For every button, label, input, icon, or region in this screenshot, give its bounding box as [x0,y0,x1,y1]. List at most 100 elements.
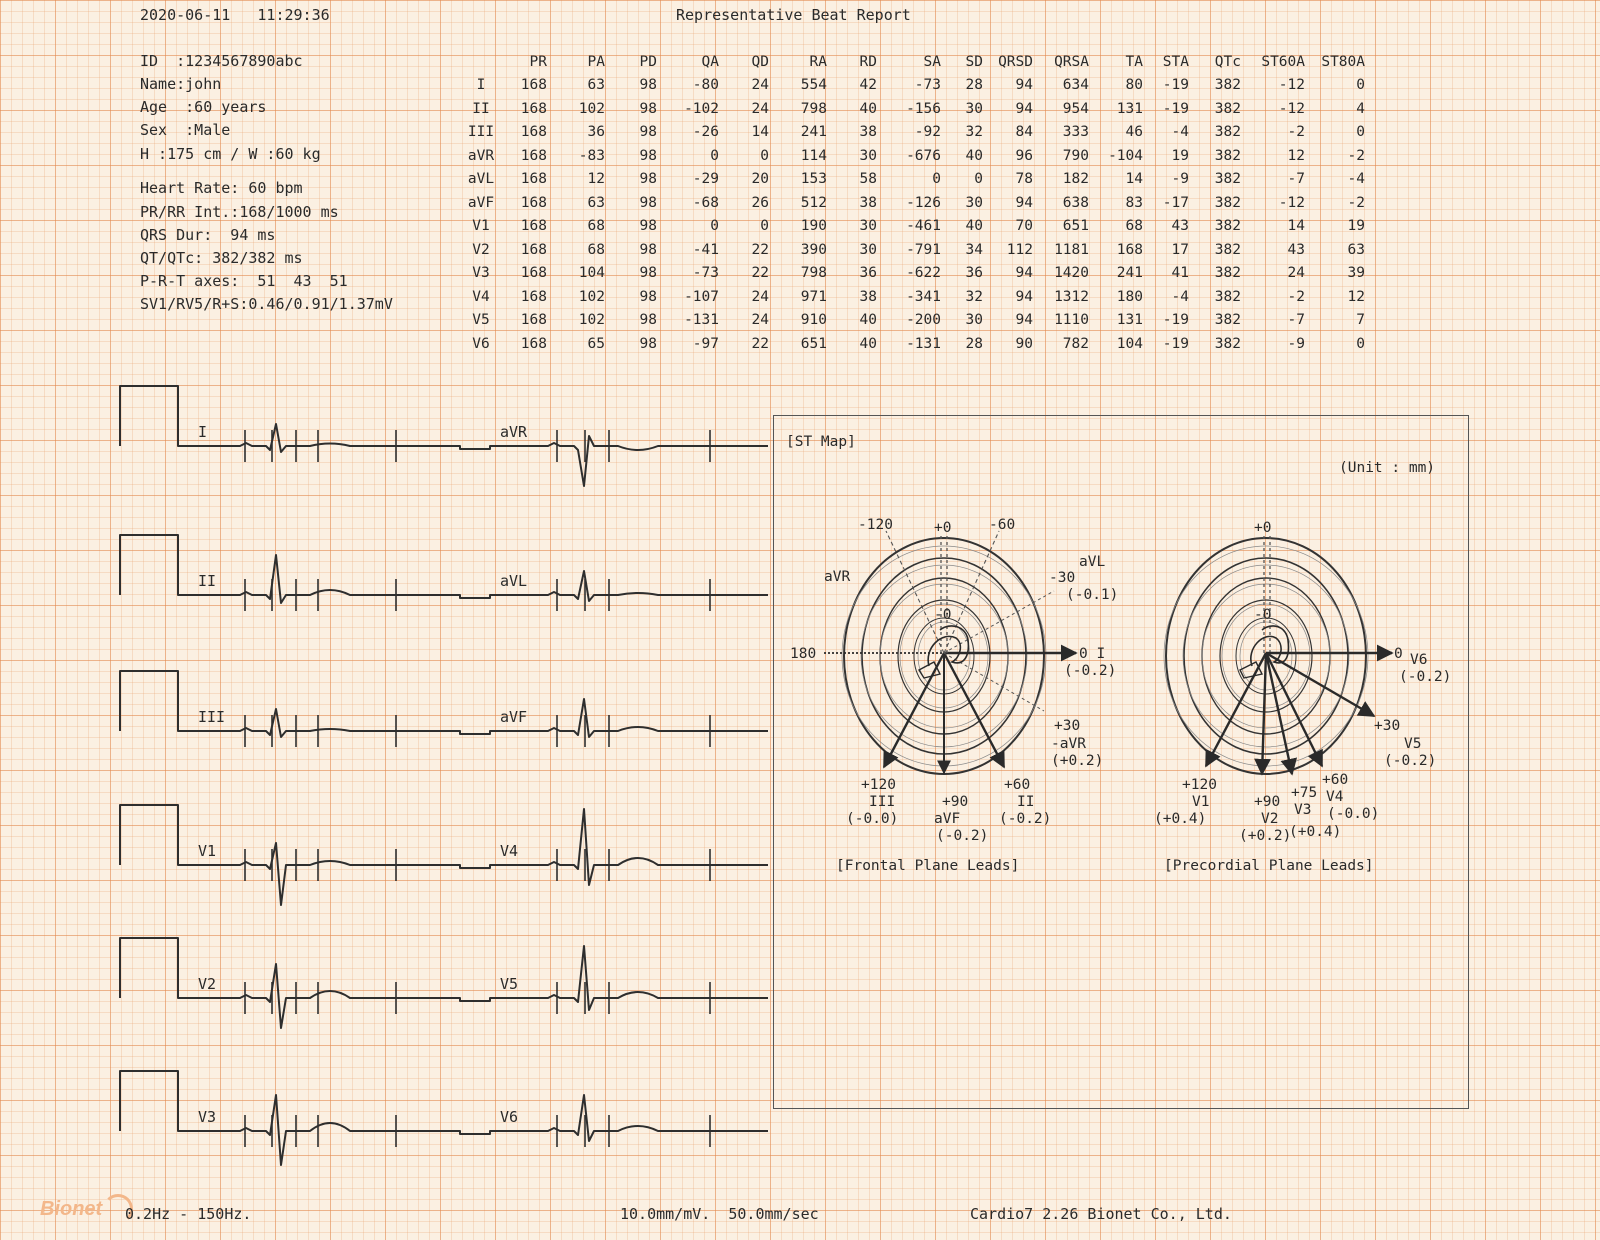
table-cell: 98 [639,194,657,211]
table-row-lead: V4 [472,288,490,305]
precordial-label-p120: +120 [1182,777,1217,793]
st-map-ring-faint [1221,603,1311,709]
precordial-label-p75: +75 [1291,785,1317,801]
table-cell: 168 [520,218,547,235]
frontal-label-ii: II [1017,794,1034,810]
table-cell: 98 [639,147,657,164]
table-cell: 42 [859,77,877,94]
table-cell: 1420 [1054,265,1089,282]
table-cell: 168 [520,312,547,329]
bionet-logo-arc [103,1194,133,1224]
table-cell: 7 [1356,312,1365,329]
table-cell: -92 [914,124,941,141]
precordial-label-v3: V3 [1294,802,1311,818]
heart-rate: Heart Rate: 60 bpm [140,179,303,197]
table-header-qrsa: QRSA [1054,53,1089,70]
table-cell: -80 [692,77,719,94]
footer-filter: 0.2Hz - 150Hz. [125,1205,252,1223]
table-cell: -156 [906,100,941,117]
frontal-label-ii-value: (-0.2) [999,811,1051,827]
precordial-label-v4: V4 [1326,789,1344,805]
table-row-lead: V5 [472,312,490,329]
table-cell: 24 [751,312,769,329]
precordial-plane-caption: [Precordial Plane Leads] [1164,858,1374,874]
table-cell: -19 [1162,312,1189,329]
ecg-lead-label-right: aVF [500,708,527,726]
table-cell: 40 [859,335,877,352]
report-datetime: 2020-06-11 11:29:36 [140,6,330,24]
table-cell: 98 [639,335,657,352]
table-cell: -12 [1278,100,1305,117]
table-cell: 98 [639,100,657,117]
table-cell: 12 [1287,147,1305,164]
frontal-arrow-p60-ii [942,652,1006,769]
table-cell: 382 [1214,218,1241,235]
table-cell: -41 [692,241,719,258]
ecg-lead-label-left: V2 [198,975,216,993]
st-map-ring [1183,557,1349,755]
table-cell: 68 [587,241,605,258]
qt-qtc: QT/QTc: 382/382 ms [140,249,303,267]
table-cell: 382 [1214,100,1241,117]
table-cell: 68 [1125,218,1143,235]
table-cell: -126 [906,194,941,211]
table-cell: 40 [859,100,877,117]
table-cell: -73 [692,265,719,282]
table-cell: 102 [578,288,605,305]
st-map-title: [ST Map] [786,434,856,450]
table-header-sta: STA [1162,53,1189,70]
table-cell: 382 [1214,312,1241,329]
table-cell: 28 [965,77,983,94]
table-row-lead: V6 [472,335,490,352]
table-header-pa: PA [587,53,605,70]
frontal-label-180: 180 [790,646,816,662]
table-cell: 168 [520,194,547,211]
table-cell: 24 [751,77,769,94]
table-cell: 36 [965,265,983,282]
precordial-label-0: 0 [1394,646,1403,662]
table-cell: 1110 [1054,312,1089,329]
table-cell: 40 [965,218,983,235]
table-cell: 651 [800,335,827,352]
table-cell: 98 [639,288,657,305]
frontal-st-loop [927,625,970,667]
frontal-label-m30: -30 [1049,570,1075,586]
table-cell: 70 [1015,218,1033,235]
precordial-label-p90: +90 [1254,794,1280,810]
table-cell: 28 [965,335,983,352]
patient-height-weight: H :175 cm / W :60 kg [140,145,321,163]
table-cell: 0 [932,171,941,188]
ecg-trace-row [119,670,768,738]
table-cell: 131 [1116,100,1143,117]
table-cell: 32 [965,288,983,305]
frontal-label-p60: +60 [1004,777,1030,793]
st-map-ring-faint [1239,621,1293,691]
table-cell: 168 [520,335,547,352]
patient-name: Name:john [140,75,222,93]
frontal-label-avf-value: (-0.2) [936,828,988,844]
table-cell: 14 [751,124,769,141]
table-cell: 12 [1347,288,1365,305]
table-cell: 910 [800,312,827,329]
st-map-ring [1219,599,1313,713]
table-cell: 63 [1347,241,1365,258]
table-cell: 382 [1214,265,1241,282]
footer-scale: 10.0mm/mV. 50.0mm/sec [620,1205,819,1223]
precordial-label-p30: +30 [1374,718,1400,734]
table-cell: 22 [751,241,769,258]
table-cell: -107 [684,288,719,305]
table-cell: 90 [1015,335,1033,352]
table-cell: 0 [710,218,719,235]
table-cell: 382 [1214,147,1241,164]
table-cell: 19 [1347,218,1365,235]
precordial-label-v2: V2 [1261,811,1278,827]
table-cell: 30 [965,100,983,117]
table-cell: 554 [800,77,827,94]
table-header-ta: TA [1125,53,1143,70]
